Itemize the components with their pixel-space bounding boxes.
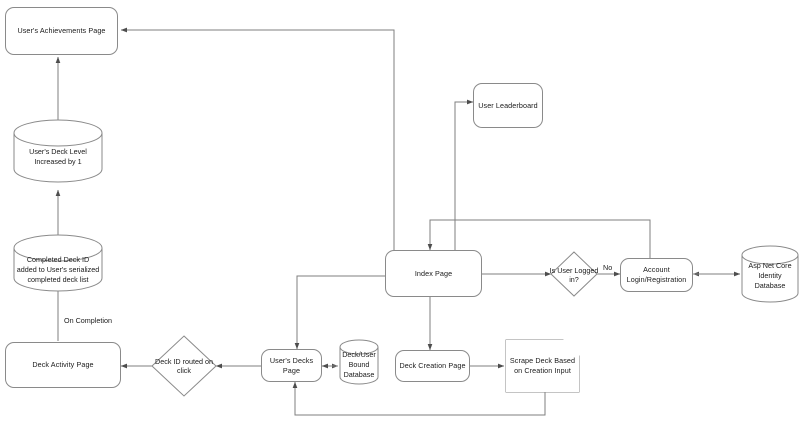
node-label: Deck/User Bound Database xyxy=(342,350,376,379)
deck-user-db-cylinder-shape xyxy=(339,339,379,385)
node-account-login-registration[interactable]: Account Login/Registration xyxy=(620,258,693,292)
node-label: Deck Creation Page xyxy=(399,361,466,371)
node-deck-activity-page[interactable]: Deck Activity Page xyxy=(5,342,121,388)
edge-index-to-leaderboard xyxy=(454,99,474,250)
edge-scrape-deck-to-users-decks xyxy=(292,381,546,416)
edge-label-no: No xyxy=(603,263,612,272)
node-deck-user-bound-database[interactable]: Deck/User Bound Database xyxy=(338,350,380,380)
node-label: Deck ID routed on click xyxy=(155,356,213,375)
node-is-user-logged-in[interactable]: Is User Logged in? xyxy=(549,262,599,288)
deck-id-route-diamond-shape xyxy=(151,335,217,397)
edge-index-to-achievements xyxy=(120,27,395,250)
edge-label-text: On Completion xyxy=(64,316,112,325)
node-label: Account Login/Registration xyxy=(626,265,687,284)
node-asp-net-core-identity-database[interactable]: Asp Net Core Identity Database xyxy=(740,258,800,294)
node-deck-id-routed-on-click[interactable]: Deck ID routed on click xyxy=(150,352,218,380)
node-label: User's Achievements Page xyxy=(17,26,106,36)
node-label: Index Page xyxy=(414,268,453,278)
edge-index-to-users-decks xyxy=(294,275,385,350)
identity-db-cylinder-shape xyxy=(741,245,799,303)
node-label: User's Decks Page xyxy=(269,355,314,375)
node-completed-deck-id[interactable]: Completed Deck ID added to User's serial… xyxy=(12,252,104,288)
node-label: User's Deck Level Increased by 1 xyxy=(29,147,87,166)
node-user-leaderboard[interactable]: User Leaderboard xyxy=(473,83,543,128)
node-label: Scrape Deck Based on Creation Input xyxy=(509,356,576,375)
edge-label-text: No xyxy=(603,263,613,272)
node-label: Deck Activity Page xyxy=(32,360,94,370)
node-label: Is User Logged in? xyxy=(549,265,599,284)
deck-level-cylinder-shape xyxy=(13,119,103,183)
edge-account-login-to-index xyxy=(427,219,651,258)
node-label: Completed Deck ID added to User's serial… xyxy=(16,255,100,284)
completed-deck-cylinder-shape xyxy=(13,234,103,292)
node-scrape-deck[interactable]: Scrape Deck Based on Creation Input xyxy=(506,340,579,392)
node-deck-creation-page[interactable]: Deck Creation Page xyxy=(395,350,470,382)
edge-label-on-completion: On Completion xyxy=(64,316,112,325)
node-users-decks-page[interactable]: User's Decks Page xyxy=(261,349,322,382)
node-label: User Leaderboard xyxy=(478,100,538,110)
node-deck-level-increased[interactable]: User's Deck Level Increased by 1 xyxy=(14,140,102,174)
node-label: Asp Net Core Identity Database xyxy=(748,261,792,290)
is-logged-in-diamond-shape xyxy=(550,251,598,297)
node-index-page[interactable]: Index Page xyxy=(385,250,482,297)
node-users-achievements-page[interactable]: User's Achievements Page xyxy=(5,7,118,55)
